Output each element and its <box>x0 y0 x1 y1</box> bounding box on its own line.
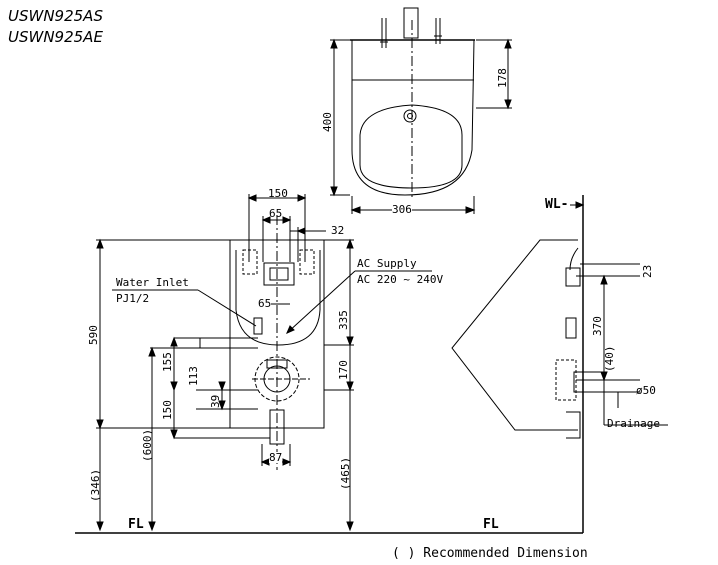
water-inlet-spec: PJ1/2 <box>116 292 150 305</box>
front-view-unit <box>229 215 325 470</box>
dim-600: (600) <box>141 428 154 462</box>
dim-87: 87 <box>269 451 283 464</box>
top-view-basin <box>350 7 475 200</box>
dim-170: 170 <box>337 360 350 380</box>
top-view-dimensions <box>330 38 512 214</box>
dim-32: 32 <box>331 224 345 237</box>
dim-50: ø50 <box>636 384 656 397</box>
dim-23: 23 <box>641 264 654 278</box>
floor-label-right: FL <box>483 517 499 532</box>
side-view-unit <box>451 195 605 533</box>
model-name-1: USWN925AS <box>8 7 103 25</box>
dim-178: 178 <box>496 68 509 88</box>
dim-150-left: 150 <box>161 400 174 420</box>
dim-39: 39 <box>209 394 222 408</box>
water-inlet-label: Water Inlet <box>116 276 189 289</box>
dim-370: 370 <box>591 316 604 336</box>
dim-65-top: 65 <box>269 207 283 220</box>
recommended-dimension-note: ( ) Recommended Dimension <box>392 546 588 561</box>
ac-supply-spec: AC 220 ~ 240V <box>357 273 444 286</box>
dim-590: 590 <box>87 325 100 345</box>
drainage-label: Drainage <box>607 417 660 430</box>
dim-465: (465) <box>339 456 352 490</box>
ac-supply-label: AC Supply <box>357 257 417 270</box>
dim-113: 113 <box>187 366 200 386</box>
water-level-label: WL- <box>545 197 569 212</box>
dim-306: 306 <box>392 203 412 216</box>
side-view-dimensions <box>576 263 668 426</box>
dim-40: (40) <box>603 345 616 373</box>
dim-346: (346) <box>89 468 102 502</box>
dim-150-top: 150 <box>268 187 288 200</box>
floor-label-left: FL <box>128 517 144 532</box>
dim-155: 155 <box>161 352 174 372</box>
dim-65-mid: 65 <box>258 297 272 310</box>
model-name-2: USWN925AE <box>8 28 103 46</box>
front-view-dimensions <box>75 194 583 534</box>
dim-400: 400 <box>321 112 334 132</box>
dim-335: 335 <box>337 310 350 330</box>
